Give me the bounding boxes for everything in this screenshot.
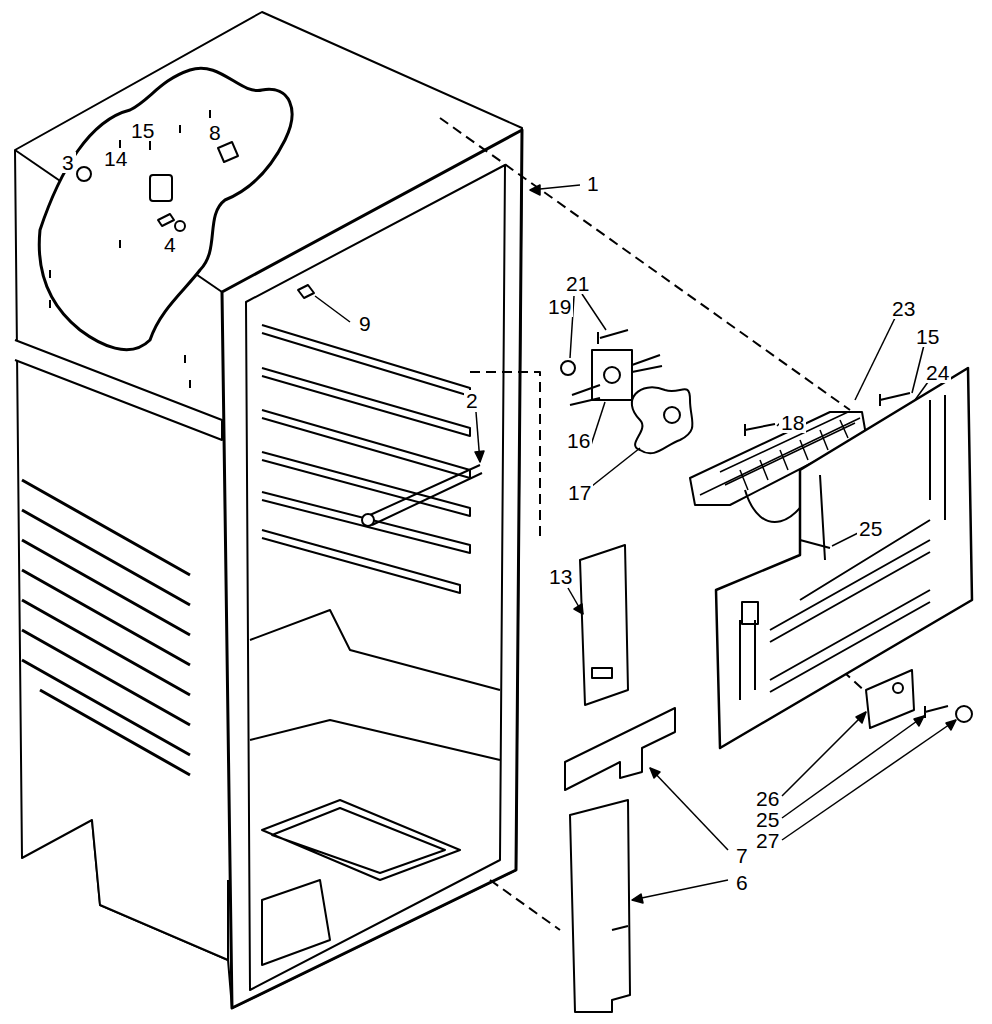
side-band [15, 340, 222, 440]
lower-compartment [250, 610, 500, 965]
leader-line [570, 294, 606, 358]
arrowhead [574, 604, 583, 614]
leader-line [650, 768, 728, 850]
alignment-line [470, 372, 540, 540]
leader-line [632, 880, 728, 900]
callout-number: 3 [60, 152, 76, 173]
callout-number: 25 [754, 809, 781, 830]
callout-number: 13 [547, 566, 574, 587]
part-9 [298, 285, 314, 298]
callout-number: 6 [734, 872, 750, 893]
part-4 [175, 221, 185, 231]
part-21 [598, 330, 628, 344]
side-marks [50, 240, 190, 388]
callout-number: 4 [162, 234, 178, 255]
shelves [262, 325, 470, 593]
part-25 [925, 706, 948, 718]
callout-number: 15 [914, 326, 941, 347]
leader-line [315, 296, 350, 322]
part-6-detail [612, 926, 628, 930]
panel-slot [592, 668, 612, 678]
fan-blade [632, 387, 693, 453]
arrowhead [650, 768, 660, 778]
part-8 [218, 142, 238, 162]
part-15 [158, 214, 174, 226]
fan-motor [592, 350, 632, 400]
callout-number: 17 [566, 482, 593, 503]
cabinet-outline [15, 12, 522, 1008]
callout-number: 15 [129, 120, 156, 141]
evaporator-cover [716, 368, 972, 748]
part-3 [77, 167, 91, 181]
leader-line [592, 448, 640, 486]
arrowhead [632, 894, 643, 903]
callout-number: 8 [207, 122, 223, 143]
leader-line [568, 588, 583, 614]
part-6 [570, 800, 630, 1012]
compressor-box [92, 820, 228, 960]
leader-line [855, 318, 895, 400]
part-25 [800, 534, 830, 548]
part-14 [150, 175, 172, 201]
fan-hub [664, 407, 680, 423]
part-27 [956, 706, 972, 722]
leader-line [832, 532, 860, 546]
callout-number: 25 [857, 518, 884, 539]
alignment-line [440, 118, 850, 410]
leader-line [782, 712, 866, 796]
leader-line [912, 345, 924, 393]
leader-lines [315, 185, 956, 903]
leader-line [782, 716, 924, 818]
liner [246, 165, 505, 990]
part-26 [866, 670, 914, 728]
part-18 [745, 424, 775, 436]
callout-number: 26 [754, 788, 781, 809]
callout-number: 24 [924, 362, 951, 383]
callout-number: 21 [564, 273, 591, 294]
leader-line [782, 720, 956, 840]
callout-number: 16 [565, 430, 592, 451]
part-2 [370, 465, 482, 525]
callout-number: 1 [585, 173, 601, 194]
part-19 [561, 361, 575, 375]
cover-slots [740, 395, 945, 700]
callout-number: 18 [779, 412, 806, 433]
arrowhead [914, 716, 924, 726]
part-2-end [362, 514, 374, 526]
callout-number: 14 [102, 148, 129, 169]
leader-line [915, 382, 928, 400]
callout-number: 7 [734, 845, 750, 866]
callout-number: 23 [890, 298, 917, 319]
part-13 [580, 545, 628, 705]
callout-number: 9 [357, 313, 373, 334]
cover-window [742, 602, 758, 624]
arrowhead [946, 720, 956, 730]
cutaway-details [120, 110, 210, 150]
motor-hub [604, 367, 620, 383]
arrowhead [530, 185, 540, 195]
callout-number: 27 [754, 830, 781, 851]
front-frame [222, 130, 522, 1008]
arrowhead [475, 451, 484, 462]
part-15 [880, 393, 910, 406]
callout-number: 2 [464, 390, 480, 411]
plate-hole [893, 683, 903, 693]
arrowhead [856, 712, 866, 723]
alignment-line [490, 880, 560, 930]
callout-number: 19 [546, 296, 573, 317]
side-ribs [22, 480, 190, 775]
